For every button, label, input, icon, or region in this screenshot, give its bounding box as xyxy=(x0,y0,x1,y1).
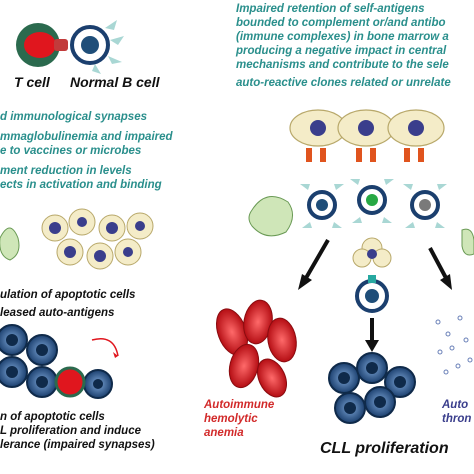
apoptotic-cell-cluster xyxy=(0,208,154,270)
left-bullet: e to vaccines or microbes xyxy=(0,145,142,157)
cll-proliferation-label: CLL proliferation xyxy=(320,440,449,457)
top-right-text: Impaired retention of self-antigens boun… xyxy=(236,2,451,90)
cll-proliferation-cluster xyxy=(328,352,416,424)
left-mid-line: leased auto-antigens xyxy=(0,307,115,319)
left-bullet-list: d immunological synapses mmaglobulinemia… xyxy=(0,110,173,192)
left-mid-line: ulation of apoptotic cells xyxy=(0,289,136,301)
left-bullet: ects in activation and binding xyxy=(0,179,162,191)
left-mid-text: ulation of apoptotic cells leased auto-a… xyxy=(0,288,135,320)
t-cell-label: T cell xyxy=(14,74,50,90)
left-bullet: d immunological synapses xyxy=(0,111,147,123)
top-right-line: Impaired retention of self-antigens xyxy=(236,3,425,15)
aiha-line: hemolytic xyxy=(204,413,258,425)
arrows xyxy=(298,238,452,352)
platelet-dots xyxy=(435,315,473,375)
left-bottom-text: n of apoptotic cells L proliferation and… xyxy=(0,410,155,452)
left-bullet: ment reduction in levels xyxy=(0,165,132,177)
auto-label: Auto thron xyxy=(442,398,471,426)
top-right-line: producing a negative impact in central xyxy=(236,45,447,57)
b-cell-label: Normal B cell xyxy=(70,74,160,90)
top-right-line: bounded to complement or/and antibo xyxy=(236,17,446,29)
aiha-line: Autoimmune xyxy=(204,399,275,411)
red-blood-cells xyxy=(215,299,297,398)
top-right-line: mechanisms and contribute to the sele xyxy=(236,59,449,71)
aiha-label: Autoimmune hemolytic anemia xyxy=(204,398,274,440)
t-cell-icon xyxy=(16,23,68,67)
left-bullet: mmaglobulinemia and impaired xyxy=(0,131,173,143)
left-bottom-line: n of apoptotic cells xyxy=(0,411,105,423)
left-bottom-line: lerance (impaired synapses) xyxy=(0,439,155,451)
left-bottom-line: L proliferation and induce xyxy=(0,425,141,437)
immune-complex-row xyxy=(289,109,445,162)
aiha-line: anemia xyxy=(204,427,244,439)
top-right-line: auto-reactive clones related or unrelate xyxy=(236,77,451,89)
central-complex-bcell xyxy=(352,237,392,313)
top-right-line: (immune complexes) in bone marrow a xyxy=(236,31,449,43)
b-cell-receptor-group xyxy=(300,179,474,256)
auto-line: Auto xyxy=(442,399,469,411)
cll-cells-left-cluster xyxy=(0,324,119,399)
normal-b-cell-icon xyxy=(70,20,124,74)
auto-line: thron xyxy=(442,413,472,425)
dendritic-cell-left xyxy=(248,196,293,237)
